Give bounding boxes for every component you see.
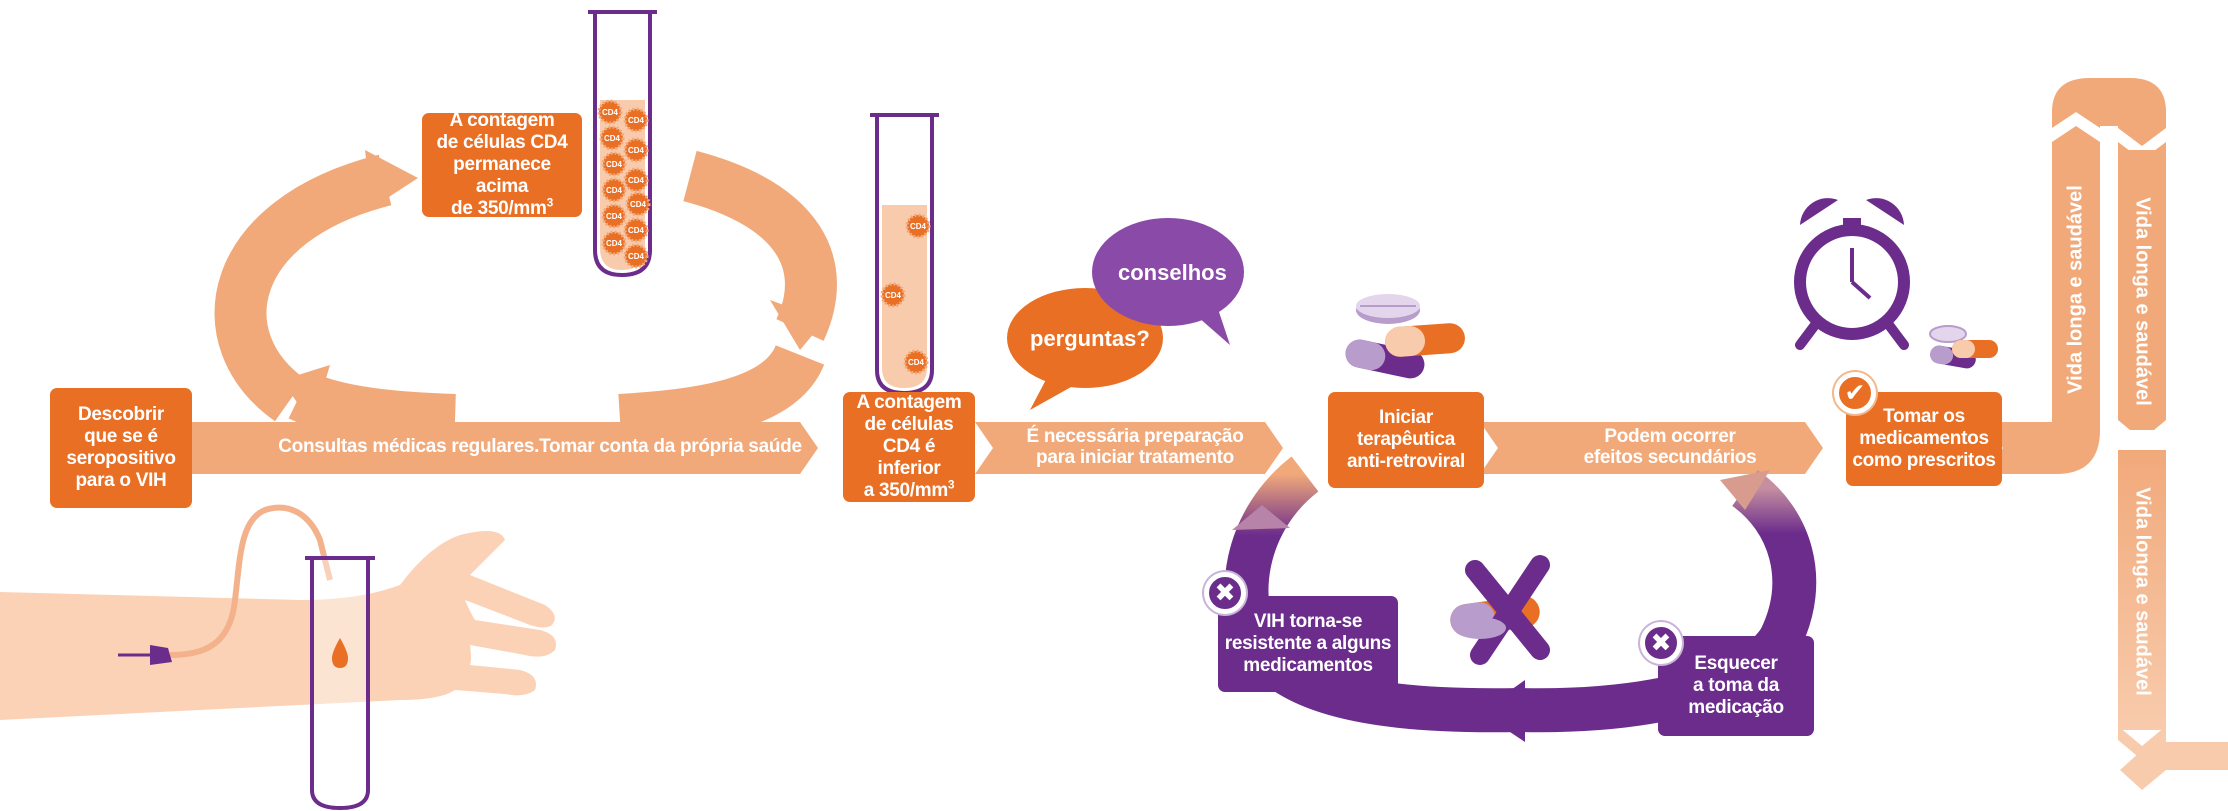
step-take-meds-label: Tomar os medicamentos como prescritos — [1852, 406, 1996, 471]
svg-text:CD4: CD4 — [606, 239, 623, 248]
cd4-cell: CD4 — [601, 151, 627, 177]
step-take-meds: Tomar os medicamentos como prescritos — [1846, 392, 2002, 486]
cd4-cell: CD4 — [601, 230, 627, 256]
long-life-label-up: Vida longa e saudável — [2064, 185, 2087, 394]
cd4-cell: CD4 — [601, 177, 627, 203]
hand-icon — [0, 531, 556, 720]
cd4-cell: CD4 — [601, 203, 627, 229]
svg-text:CD4: CD4 — [910, 222, 927, 231]
cd4-cell: CD4 — [903, 349, 929, 375]
advice-bubble — [1092, 218, 1244, 345]
step-discover-label: Descobrir que se é seropositivo para o V… — [66, 404, 176, 491]
cd4-cell: CD4 — [623, 137, 649, 163]
cd4-cell: CD4 — [905, 213, 931, 239]
cd4-cell: CD4 — [597, 99, 623, 125]
cd4-cell: CD4 — [625, 191, 651, 217]
unit-superscript: 3 — [546, 195, 554, 210]
step-forget-label: Esquecer a toma da medicação — [1688, 653, 1784, 718]
svg-text:CD4: CD4 — [606, 212, 623, 221]
step-cd4-below-label: A contagem de células CD4 é inferior a 3… — [856, 392, 962, 501]
long-life-ribbon-down — [2118, 150, 2228, 790]
cd4-cell: CD4 — [599, 125, 625, 151]
step-preparation: É necessária preparação para iniciar tra… — [1026, 426, 1244, 468]
svg-text:CD4: CD4 — [606, 186, 623, 195]
svg-text:CD4: CD4 — [885, 291, 902, 300]
cd4-cell: CD4 — [880, 282, 906, 308]
svg-text:CD4: CD4 — [604, 134, 621, 143]
pills-icon — [1345, 294, 1465, 379]
crossed-pill-icon — [1450, 555, 1550, 665]
needle-icon — [118, 504, 333, 665]
long-life-ribbon-up — [2040, 78, 2166, 474]
step-resistant-label: VIH torna-se resistente a alguns medicam… — [1224, 611, 1392, 676]
svg-text:CD4: CD4 — [628, 116, 645, 125]
svg-text:CD4: CD4 — [606, 160, 623, 169]
svg-text:CD4: CD4 — [602, 108, 619, 117]
test-tube-icon — [870, 113, 939, 396]
step-discover: Descobrir que se é seropositivo para o V… — [50, 388, 192, 508]
svg-text:CD4: CD4 — [628, 146, 645, 155]
step-cd4-above-label: A contagem de células CD4 permanece acim… — [436, 110, 568, 219]
long-life-label-down-2: Vida longa e saudável — [2131, 487, 2154, 696]
svg-text:CD4: CD4 — [630, 200, 647, 209]
step-cd4-above: A contagem de células CD4 permanece acim… — [422, 110, 582, 219]
unit-superscript: 3 — [947, 477, 955, 492]
step-cd4-below: A contagem de células CD4 é inferior a 3… — [843, 392, 975, 502]
cd4-cell: CD4 — [623, 107, 649, 133]
check-icon: ✔ — [1834, 372, 1876, 414]
step-side-effects: Podem ocorrer efeitos secundários — [1583, 426, 1757, 468]
alarm-clock-icon — [1794, 198, 1910, 350]
advice-bubble-label: conselhos — [1118, 260, 1227, 285]
step-resistant: VIH torna-se resistente a alguns medicam… — [1218, 596, 1398, 692]
svg-text:CD4: CD4 — [628, 252, 645, 261]
cross-icon: ✖ — [1204, 572, 1246, 614]
cross-icon: ✖ — [1640, 622, 1682, 664]
step-regular-visits: Consultas médicas regulares.Tomar conta … — [278, 436, 802, 457]
cd4-cell: CD4 — [623, 167, 649, 193]
pills-icon — [1929, 325, 1998, 369]
cd4-cell: CD4 — [623, 217, 649, 243]
questions-bubble-label: perguntas? — [1030, 326, 1150, 351]
step-start-therapy: Iniciar terapêutica anti-retroviral — [1328, 392, 1484, 488]
step-start-therapy-label: Iniciar terapêutica anti-retroviral — [1347, 407, 1465, 472]
cd4-cell: CD4 — [623, 243, 649, 269]
svg-text:CD4: CD4 — [628, 226, 645, 235]
svg-text:CD4: CD4 — [908, 358, 925, 367]
monitoring-loop — [214, 150, 837, 446]
long-life-label-down: Vida longa e saudável — [2131, 197, 2154, 406]
test-tube-icon — [305, 556, 375, 811]
step-forget: Esquecer a toma da medicação — [1658, 636, 1814, 736]
svg-text:CD4: CD4 — [628, 176, 645, 185]
